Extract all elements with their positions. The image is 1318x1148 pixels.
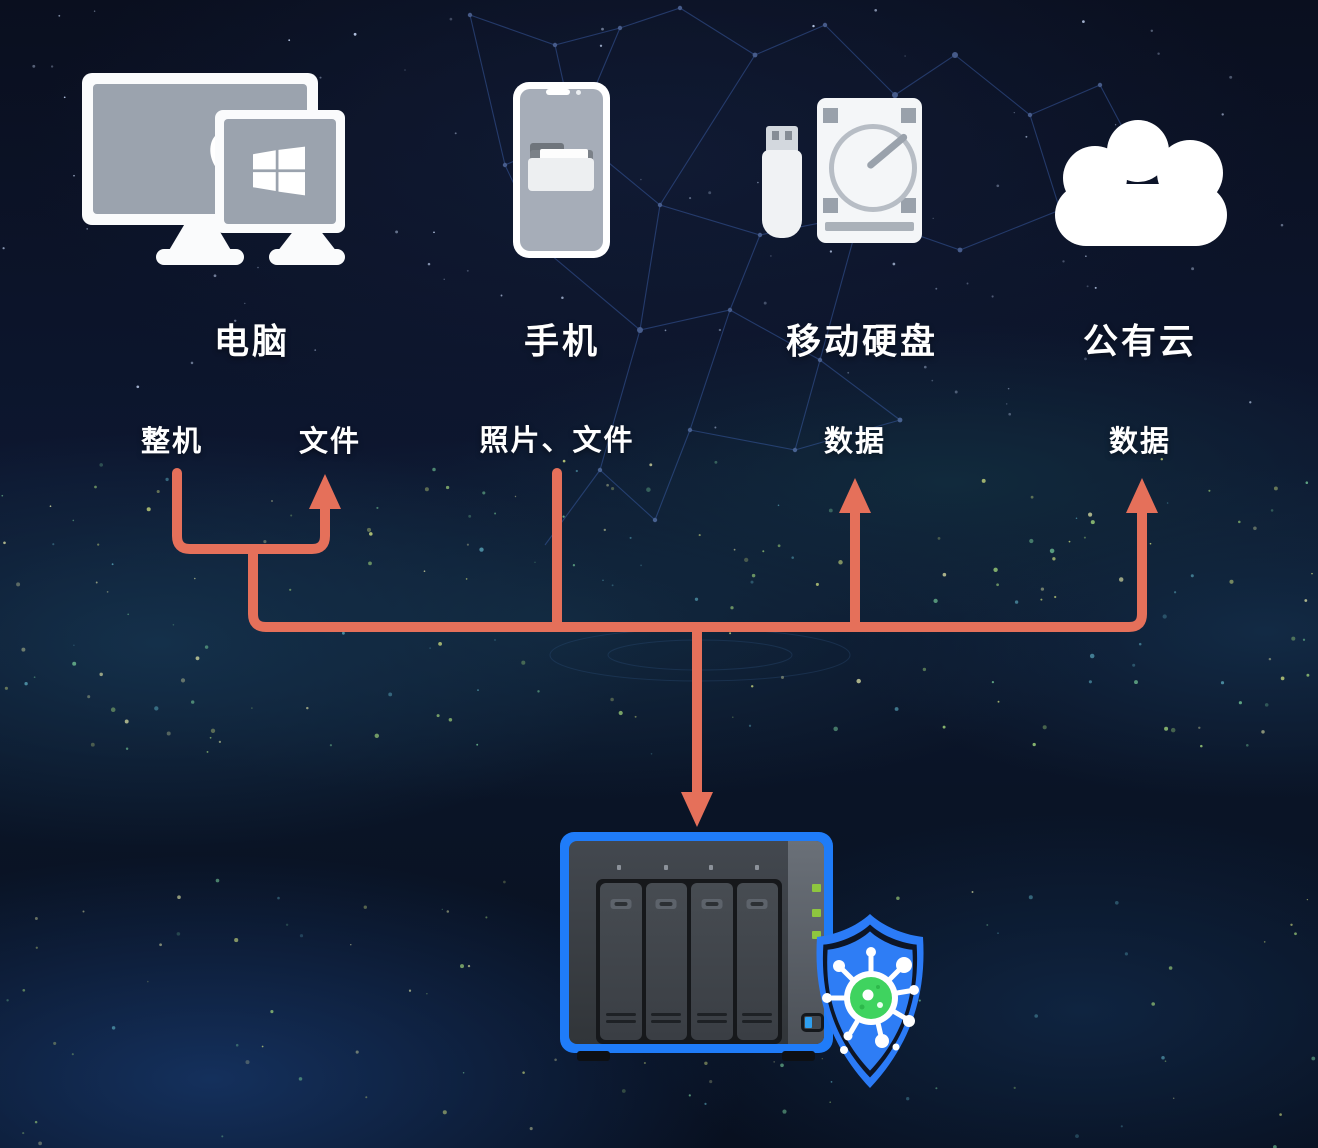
flow-label-hdd-data: 数据 [823,426,887,458]
usb-pin-hole [785,131,792,140]
bay-vent [605,1020,636,1023]
bay-vent [651,1013,682,1016]
bay-handle-slot [750,902,764,906]
power-button-light [805,1017,812,1028]
virus-spot [876,985,880,989]
virus-nucleus [862,989,874,1001]
usb-pin-hole [772,131,779,140]
cloud-base [1055,184,1227,246]
folder-icon-front [528,158,594,191]
drive-bay [691,883,733,1040]
connector-main-bus [248,505,1147,632]
power-button [801,1013,824,1032]
windows-logo-icon [253,146,305,196]
virus-spot [859,1004,865,1010]
status-led [812,931,821,939]
drive-bay-cage [596,879,782,1044]
hdd-platter [829,124,917,212]
status-led [812,909,821,917]
bay-led [709,865,713,870]
arrowhead-up-hdd-data [839,478,871,513]
apple-monitor-stand-base [156,249,244,265]
bay-handle [610,899,632,909]
cloud-icon [1055,118,1227,246]
device-label-computer: 电脑 [213,322,291,362]
bay-handle-slot [659,902,673,906]
smartphone-camera-dot [576,90,581,95]
windows-monitor-stand-base [269,249,345,265]
arrowhead-down-to-nas [681,792,713,827]
flow-label-cloud-data: 数据 [1108,426,1172,458]
hdd-screw [901,108,916,123]
bay-handle [655,899,677,909]
bay-vent [742,1020,773,1023]
status-led [812,884,821,892]
windows-monitor-stand-neck [277,232,337,252]
arrowhead-up-files [309,474,341,509]
virus-spot [877,1002,883,1008]
flow-label-files: 文件 [298,426,362,458]
device-label-cloud: 公有云 [1082,322,1198,362]
usb-stick-icon [762,150,802,238]
bay-vent [605,1013,636,1016]
windows-monitor-screen [224,119,336,224]
hdd-screw [823,108,838,123]
flow-label-photos-files: 照片、文件 [479,425,635,457]
antivirus-shield-icon [816,914,924,1088]
virus-icon [822,947,919,1054]
connector-computer-u [172,468,330,554]
hdd-screw [823,198,838,213]
drive-bay [600,883,642,1040]
nas-foot [577,1051,610,1061]
windows-monitor-icon [215,110,345,233]
flow-label-whole-machine: 整机 [140,426,204,458]
bay-vent [696,1020,727,1023]
nas-device-icon [560,832,833,1061]
nas-foot [782,1051,815,1061]
arrowhead-up-cloud-data [1126,478,1158,513]
bay-handle [701,899,723,909]
bay-handle-slot [614,902,628,906]
bay-led [617,865,621,870]
hdd-connector-bar [825,222,914,231]
device-label-phone: 手机 [523,322,601,362]
smartphone-speaker [546,89,570,95]
hard-drive-icon [817,98,922,243]
device-label-hdd: 移动硬盘 [785,322,939,362]
bay-led [755,865,759,870]
bay-vent [651,1020,682,1023]
bay-handle [746,899,768,909]
bay-vent [696,1013,727,1016]
usb-stick-connector [766,126,798,152]
bay-vent [742,1013,773,1016]
bay-led [664,865,668,870]
drive-bay [736,883,778,1040]
nas-chassis [569,841,824,1044]
hdd-screw [901,198,916,213]
drive-bay [645,883,687,1040]
bay-handle-slot [705,902,719,906]
